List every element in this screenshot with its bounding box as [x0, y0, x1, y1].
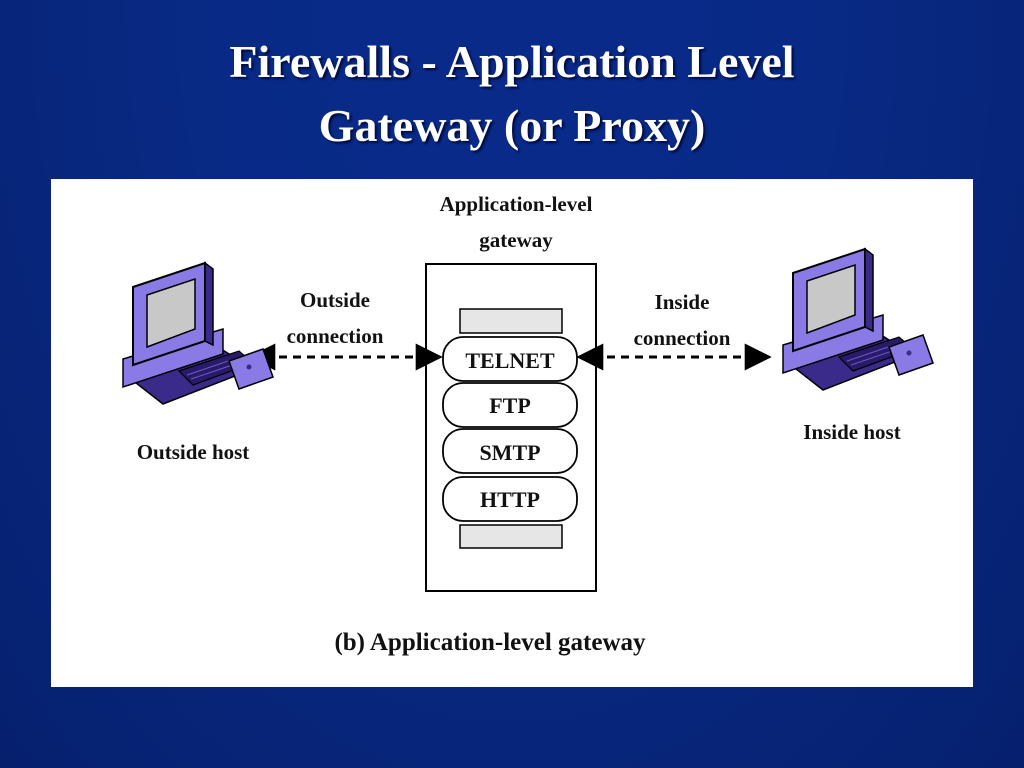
- protocol-smtp-label: SMTP: [479, 440, 540, 465]
- gateway-label-line-2: gateway: [479, 228, 553, 252]
- inside-host-label: Inside host: [803, 420, 900, 444]
- inside-connection-label-line-2: connection: [634, 326, 731, 350]
- outside-host-label: Outside host: [137, 440, 250, 464]
- inside-host-computer-icon: [782, 247, 934, 391]
- gateway-top-bar: [459, 308, 563, 334]
- outside-host-computer-icon: [122, 261, 274, 405]
- title-line-2: Gateway (or Proxy): [318, 100, 706, 151]
- title-line-1: Firewalls - Application Level: [229, 36, 795, 87]
- slide-title: Firewalls - Application Level Gateway (o…: [0, 30, 1024, 158]
- protocol-ftp-label: FTP: [489, 393, 531, 418]
- protocol-http-label: HTTP: [480, 487, 540, 512]
- diagram-panel: Application-level gateway TELNET FTP SMT…: [51, 179, 973, 687]
- outside-connection-label-line-2: connection: [287, 324, 384, 348]
- diagram-caption: (b) Application-level gateway: [334, 629, 646, 656]
- protocol-smtp: SMTP: [442, 428, 578, 474]
- inside-connection-label-line-1: Inside: [655, 290, 710, 314]
- protocol-telnet-label: TELNET: [465, 348, 555, 373]
- gateway-diagram: Application-level gateway TELNET FTP SMT…: [122, 192, 934, 656]
- protocol-http: HTTP: [442, 476, 578, 522]
- gateway-bottom-bar: [459, 524, 563, 549]
- protocol-telnet: TELNET: [442, 336, 578, 382]
- gateway-label-line-1: Application-level: [440, 192, 593, 216]
- outside-connection-label-line-1: Outside: [300, 288, 370, 312]
- protocol-ftp: FTP: [442, 382, 578, 428]
